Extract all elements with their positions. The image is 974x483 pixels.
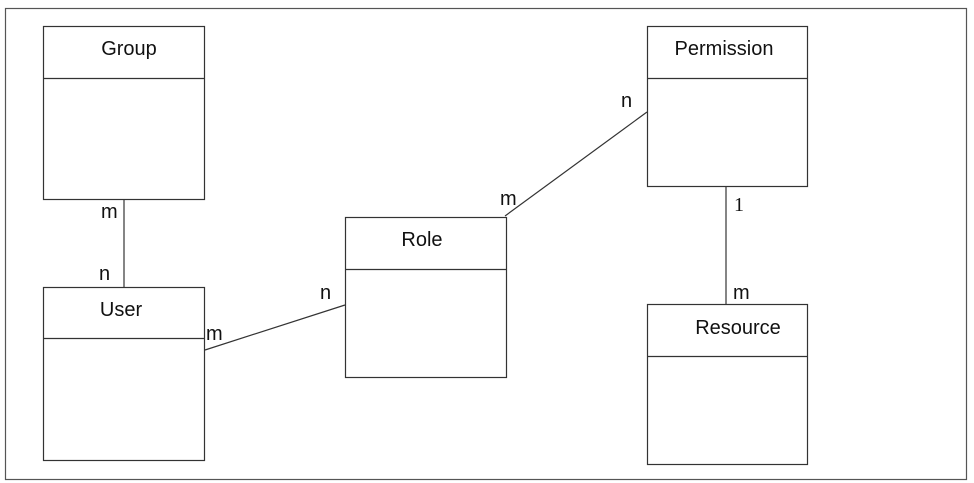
entity-role-box	[344, 216, 508, 379]
cardinality-role-permission-role-end: m	[500, 188, 517, 210]
cardinality-group-end: m	[101, 201, 118, 223]
entity-user-box	[42, 286, 206, 462]
entity-permission-box	[646, 25, 809, 188]
entity-role[interactable]: Role	[344, 216, 508, 379]
entity-permission-title: Permission	[675, 38, 774, 60]
connector-user-role	[204, 304, 346, 351]
entity-resource-box	[646, 303, 809, 466]
entity-permission[interactable]: Permission	[646, 25, 809, 188]
connector-role-permission	[504, 111, 648, 217]
entity-resource-title: Resource	[695, 317, 781, 339]
entity-role-title: Role	[401, 229, 442, 251]
cardinality-user-role-role-end: n	[320, 282, 331, 304]
entity-user[interactable]: User	[42, 286, 206, 462]
cardinality-user-end: n	[99, 263, 110, 285]
entity-group-box	[42, 25, 206, 201]
cardinality-role-permission-permission-end: n	[621, 90, 632, 112]
entity-user-title: User	[100, 299, 143, 321]
cardinality-user-role-user-end: m	[206, 323, 223, 345]
entity-group[interactable]: Group	[42, 25, 206, 201]
entity-resource[interactable]: Resource	[646, 303, 809, 466]
entity-group-title: Group	[101, 38, 157, 60]
cardinality-permission-resource-permission-end: 1	[734, 194, 744, 216]
cardinality-permission-resource-resource-end: m	[733, 282, 750, 304]
